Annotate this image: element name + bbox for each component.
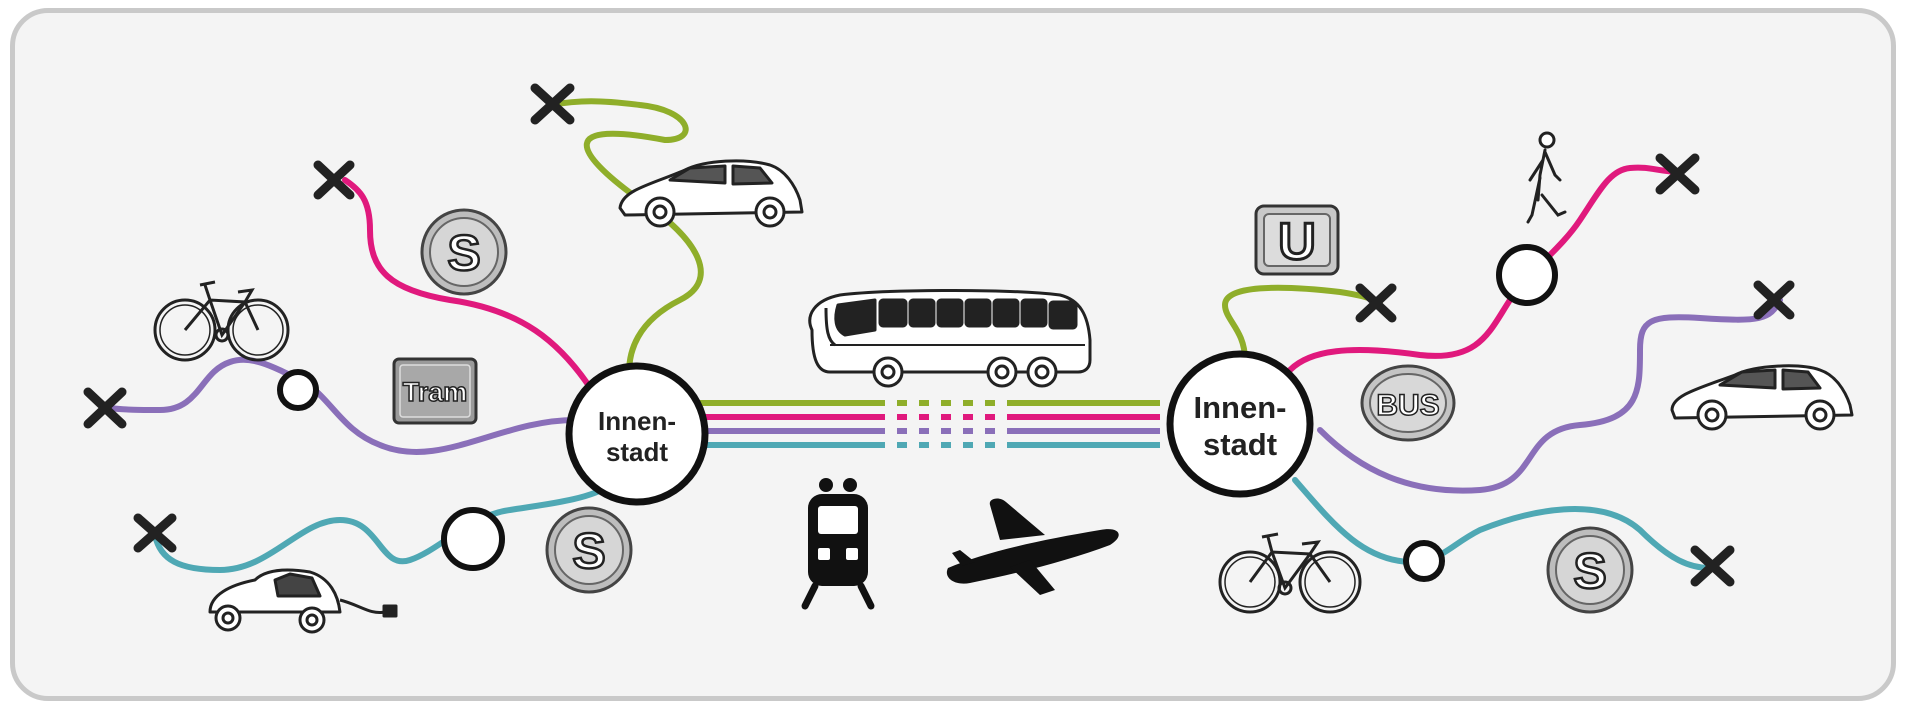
destination-x-icon — [1655, 153, 1700, 195]
bus-icon — [808, 288, 1092, 388]
route-magenta-left — [342, 177, 598, 398]
station-purple-left — [277, 369, 319, 411]
tram-badge: Tram — [392, 357, 478, 425]
hub-right-line2: stadt — [1203, 427, 1277, 462]
airplane-icon — [946, 498, 1119, 595]
car-icon — [1670, 364, 1854, 431]
destination-x-icon — [313, 160, 355, 200]
s-bahn-badge-right: S — [1546, 526, 1634, 614]
hub-left-line1: Innen- — [598, 406, 676, 436]
route-purple-right — [1317, 297, 1783, 494]
destination-x-icon — [133, 513, 177, 553]
pedestrian-icon — [1526, 131, 1567, 224]
s-bahn-badge-left-bottom: S — [545, 506, 633, 594]
tram-badge-text: Tram — [403, 377, 468, 407]
car-icon — [618, 159, 804, 228]
hub-left-line2: stadt — [606, 437, 668, 467]
destination-x-icon — [1753, 280, 1795, 320]
destination-x-icon — [530, 83, 575, 125]
route-green-left — [547, 98, 704, 388]
train-icon — [801, 478, 875, 610]
stations — [277, 244, 1558, 582]
s-badge-letter: S — [572, 523, 605, 579]
u-badge-letter: U — [1278, 213, 1316, 271]
s-badge-letter: S — [1573, 543, 1606, 599]
route-purple-left — [107, 356, 578, 455]
bicycle-icon — [1218, 532, 1362, 614]
route-teal-left — [152, 482, 613, 574]
u-bahn-badge: U — [1254, 204, 1340, 276]
s-bahn-badge-left-top: S — [420, 208, 508, 296]
route-magenta-right — [1287, 164, 1683, 373]
hub-connection-bundle — [700, 400, 1160, 448]
destination-x-icon — [83, 387, 127, 429]
hub-left: Innen- stadt — [565, 362, 709, 506]
route-teal-right — [1292, 477, 1713, 571]
bus-badge-text: BUS — [1376, 389, 1439, 422]
hub-right-line1: Innen- — [1194, 390, 1287, 425]
s-badge-letter: S — [447, 225, 480, 281]
electric-car-icon — [208, 568, 398, 634]
destination-x-icon — [1690, 545, 1735, 587]
bus-badge: BUS — [1360, 364, 1456, 442]
bicycle-icon — [153, 280, 290, 362]
hub-right: Innen- stadt — [1166, 350, 1314, 498]
station-magenta-right — [1496, 244, 1558, 306]
station-teal-left — [441, 507, 505, 571]
destinations — [83, 83, 1795, 587]
station-teal-right — [1403, 540, 1445, 582]
destination-x-icon — [1355, 283, 1397, 323]
route-green-right — [1221, 284, 1383, 363]
